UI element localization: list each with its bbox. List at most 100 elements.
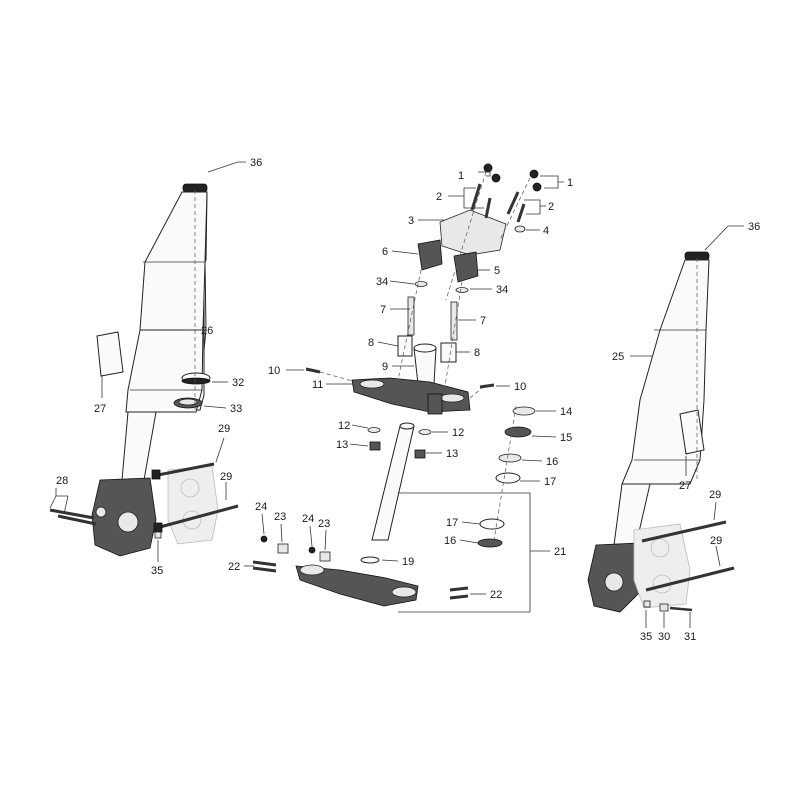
leader-23-left: [280, 523, 283, 543]
leader-34-left: [389, 280, 415, 285]
bolt-10-right: [479, 383, 495, 389]
dash-line-3: [397, 269, 422, 381]
dash-line-4: [443, 281, 463, 393]
washer-12-right: [418, 429, 432, 435]
callout-14: 14: [560, 406, 572, 418]
bolt-10-left: [305, 367, 321, 374]
leader-29-d: [715, 545, 721, 567]
callout-17-right: 17: [544, 476, 556, 488]
dash-line-1: [445, 171, 487, 301]
bottom-clamp-body: [295, 565, 419, 607]
race-16-upper: [498, 453, 522, 463]
bolt-22-right-a: [449, 586, 469, 592]
right-fork-axle-hole: [604, 572, 624, 592]
leader-2-left: [448, 187, 484, 209]
callout-8-left: 8: [368, 337, 374, 349]
callout-23-left: 23: [274, 511, 286, 523]
left-brake-caliper: [167, 465, 219, 545]
callout-36-left: 36: [250, 157, 262, 169]
callout-7-right: 7: [480, 315, 486, 327]
callout-27-right: 27: [679, 480, 691, 492]
bolt-2c: [506, 191, 520, 215]
pinch-bolt-28-a: [49, 508, 95, 520]
leader-16-right: [521, 459, 543, 462]
leader-2-right: [524, 199, 546, 215]
callout-2-right: 2: [548, 201, 554, 213]
pinch-bolts-28: [49, 508, 97, 526]
callout-labels: 36 36 26 27 32 33 29 29 28 35 25 27 29 2…: [56, 157, 760, 643]
leader-28: [49, 488, 69, 515]
stud-7-left: [407, 296, 415, 336]
bolt-22-right-b: [449, 594, 469, 600]
leader-1-left: [478, 163, 491, 177]
bleed-screw-31: [669, 606, 693, 612]
cap-24-left: [260, 535, 268, 543]
clamp-base-6: [417, 239, 443, 271]
callout-4: 4: [543, 225, 549, 237]
left-fork-guard-27: [96, 331, 124, 377]
top-clamp-right-hole: [439, 393, 465, 403]
callout-17-left: 17: [446, 517, 458, 529]
leader-lines: [49, 161, 744, 628]
callout-24-left: 24: [255, 501, 267, 513]
upper-clamp-3: [439, 209, 507, 256]
callout-32: 32: [232, 377, 244, 389]
callout-7-left: 7: [380, 304, 386, 316]
callout-28: 28: [56, 475, 68, 487]
callout-12-right: 12: [452, 427, 464, 439]
bearing-15: [504, 426, 532, 438]
callout-34-left: 34: [376, 276, 388, 288]
washer-34-left: [414, 281, 428, 287]
callout-25: 25: [612, 351, 624, 363]
oil-seal-33-hole: [178, 398, 198, 406]
spacer-8-right: [440, 342, 457, 363]
bleed-nipple-30: [659, 603, 669, 612]
callout-1-left: 1: [458, 170, 464, 182]
bottom-clamp-left-hole: [299, 564, 325, 576]
washer-12-left: [367, 427, 381, 433]
left-fork-axle-hole: [117, 511, 139, 533]
callout-35-right: 35: [640, 631, 652, 643]
left-bolt-29-upper-head: [151, 469, 161, 480]
clamp-bolts-1-2: [470, 163, 542, 223]
leader-13-left: [349, 443, 369, 447]
bolt-cap-1a: [483, 163, 493, 173]
top-clamp-left-hole: [359, 379, 385, 389]
callout-33: 33: [230, 403, 242, 415]
washer-34-right: [455, 287, 469, 293]
right-caliper-piston-1: [650, 538, 670, 558]
left-caliper-body: [167, 465, 219, 545]
bolt-22-left-a: [252, 560, 277, 567]
callout-26: 26: [201, 325, 213, 337]
dash-line-7: [493, 405, 517, 541]
top-clamp-boss: [427, 393, 443, 415]
bearing-17-lower: [479, 518, 505, 530]
bearing-17-upper: [495, 472, 521, 484]
dash-line-6: [469, 387, 483, 399]
left-bolt-29-lower: [159, 504, 239, 529]
leader-19: [381, 559, 399, 562]
leader-16-left: [459, 539, 479, 544]
group-bracket-21: [398, 492, 531, 613]
dust-seal-32-base: [181, 377, 211, 385]
callout-30: 30: [658, 631, 670, 643]
callout-31: 31: [684, 631, 696, 643]
right-bolt-29-upper: [641, 520, 727, 543]
callout-6: 6: [382, 246, 388, 258]
leader-24-right: [309, 525, 313, 547]
callout-9: 9: [382, 361, 388, 373]
top-triple-clamp-11: [351, 377, 471, 415]
pinch-bolt-28-b: [57, 514, 97, 526]
seal-14: [512, 406, 536, 416]
bolt-cap-1c: [529, 169, 539, 179]
clamp-base-5: [453, 251, 479, 283]
bushing-23-right: [319, 551, 331, 562]
bolt-22-left-b: [252, 566, 277, 573]
callout-15: 15: [560, 432, 572, 444]
callout-36-right: 36: [748, 221, 760, 233]
callout-11: 11: [312, 379, 323, 391]
cap-24-right: [308, 546, 316, 554]
callout-12-left: 12: [338, 420, 350, 432]
leader-23-right: [324, 529, 327, 551]
